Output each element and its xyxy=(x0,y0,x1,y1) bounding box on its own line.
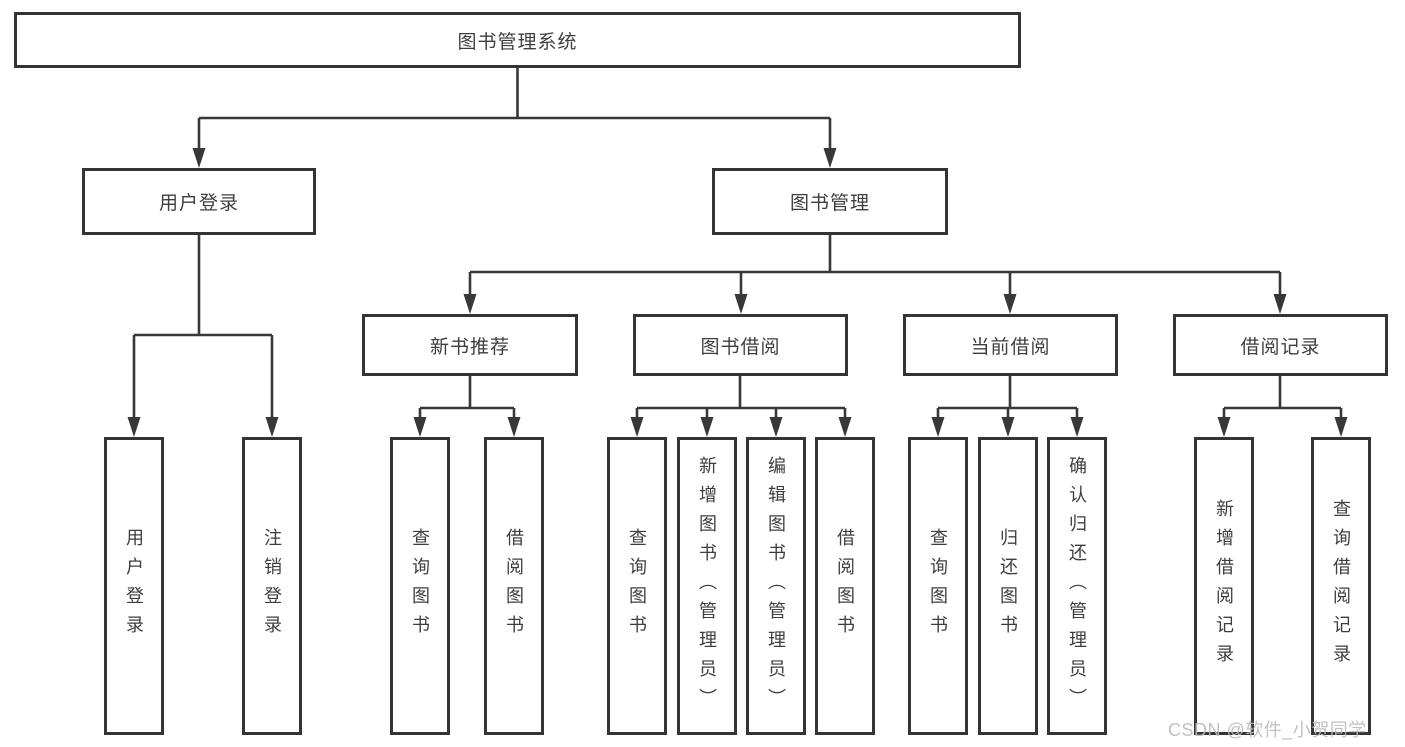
node-current-borrowing: 当前借阅 xyxy=(903,314,1118,376)
node-label: 当前借阅 xyxy=(970,336,1051,358)
node-new-book-recommendation: 新书推荐 xyxy=(362,314,578,376)
node-label: 归还图书 xyxy=(998,528,1018,644)
node-leaf-add-borrow-record: 新增借阅记录 xyxy=(1194,437,1254,735)
node-label: 新增借阅记录 xyxy=(1214,499,1234,673)
node-leaf-user-login: 用户登录 xyxy=(104,437,164,735)
node-label: 借阅图书 xyxy=(504,528,524,644)
node-borrowing-records: 借阅记录 xyxy=(1173,314,1388,376)
node-leaf-confirm-return-admin: 确认归还（管理员） xyxy=(1047,437,1107,735)
node-leaf-add-books-admin: 新增图书（管理员） xyxy=(677,437,737,735)
node-label: 注销登录 xyxy=(262,528,282,644)
connector-borrow-to-leaves xyxy=(630,376,852,437)
node-leaf-query-books: 查询图书 xyxy=(908,437,968,735)
node-user-login: 用户登录 xyxy=(82,168,316,235)
csdn-watermark: CSDN @软件_小贺同学 xyxy=(1168,720,1367,740)
node-label: 查询图书 xyxy=(627,528,647,644)
connector-login-to-leaves xyxy=(127,235,279,437)
node-label: 新增图书（管理员） xyxy=(697,455,717,717)
node-leaf-borrow-books: 借阅图书 xyxy=(484,437,544,735)
node-label: 图书管理系统 xyxy=(457,31,578,53)
node-leaf-logout: 注销登录 xyxy=(242,437,302,735)
node-book-borrowing: 图书借阅 xyxy=(633,314,848,376)
node-leaf-borrow-books: 借阅图书 xyxy=(815,437,875,735)
connector-current-to-leaves xyxy=(931,376,1084,437)
connector-root-to-level2 xyxy=(192,68,837,168)
connector-records-to-leaves xyxy=(1217,376,1348,437)
node-label: 用户登录 xyxy=(158,193,239,214)
node-label: 查询图书 xyxy=(928,528,948,644)
node-leaf-query-books: 查询图书 xyxy=(607,437,667,735)
node-label: 用户登录 xyxy=(124,528,144,644)
node-label: 确认归还（管理员） xyxy=(1067,455,1087,717)
connector-newbook-to-leaves xyxy=(413,376,521,437)
node-label: 查询图书 xyxy=(410,528,430,644)
node-leaf-query-books: 查询图书 xyxy=(390,437,450,735)
node-label: 图书借阅 xyxy=(700,336,781,358)
node-label: 新书推荐 xyxy=(429,336,510,358)
node-label: 借阅图书 xyxy=(835,528,855,644)
node-book-management: 图书管理 xyxy=(712,168,948,235)
node-label: 图书管理 xyxy=(789,193,870,214)
connector-mgmt-to-level3 xyxy=(463,235,1287,314)
node-leaf-edit-books-admin: 编辑图书（管理员） xyxy=(746,437,806,735)
node-leaf-query-borrow-record: 查询借阅记录 xyxy=(1311,437,1371,735)
node-label: 借阅记录 xyxy=(1240,336,1321,358)
node-label: 编辑图书（管理员） xyxy=(766,455,786,717)
node-label: 查询借阅记录 xyxy=(1331,499,1351,673)
node-library-management-system: 图书管理系统 xyxy=(14,12,1021,68)
node-leaf-return-books: 归还图书 xyxy=(978,437,1038,735)
